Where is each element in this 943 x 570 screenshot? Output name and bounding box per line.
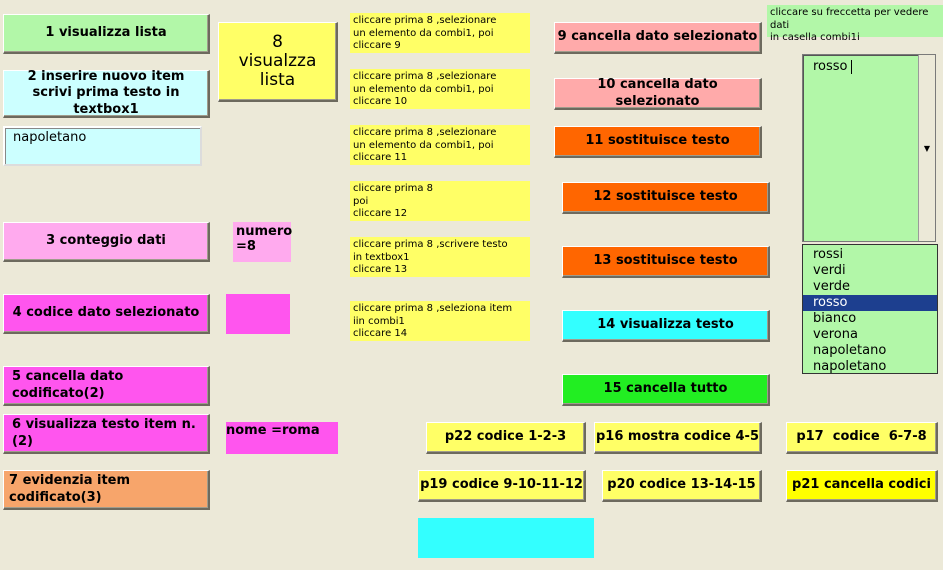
- p22-codice-button[interactable]: p22 codice 1-2-3: [426, 422, 586, 454]
- list-item[interactable]: bianco: [813, 311, 857, 326]
- note-12: cliccare prima 8 poi cliccare 12: [350, 181, 530, 221]
- list-item[interactable]: verona: [813, 327, 858, 342]
- note-10: cliccare prima 8 ,selezionare un element…: [350, 69, 530, 109]
- visualizza-lista-button[interactable]: 1 visualizza lista: [3, 14, 210, 54]
- conteggio-dati-button[interactable]: 3 conteggio dati: [3, 222, 210, 262]
- textbox1-input[interactable]: napoletano: [3, 126, 202, 166]
- p17-codice-button[interactable]: p17 codice 6-7-8: [786, 422, 938, 454]
- combo-hint-label: cliccare su freccetta per vedere dati in…: [767, 5, 943, 43]
- list-item[interactable]: napoletano: [813, 343, 887, 358]
- codice-dato-selezionato-button[interactable]: 4 codice dato selezionato: [3, 294, 210, 334]
- p20-codice-button[interactable]: p20 codice 13-14-15: [602, 470, 762, 502]
- combi1-value: rosso: [813, 59, 848, 74]
- chevron-down-icon: ▼: [923, 143, 931, 153]
- numero-label: numero =8: [233, 222, 292, 262]
- combi1-combobox[interactable]: rosso ▼: [802, 54, 936, 242]
- cancella-dato-selezionato-10-button[interactable]: 10 cancella dato selezionato: [554, 77, 762, 110]
- text-cursor: [851, 60, 852, 74]
- list-item[interactable]: napoletano: [813, 359, 887, 374]
- inserire-nuovo-item-button[interactable]: 2 inserire nuovo item scrivi prima testo…: [3, 69, 210, 118]
- note-14: cliccare prima 8 ,seleziona item iin com…: [350, 301, 530, 341]
- p16-mostra-codice-button[interactable]: p16 mostra codice 4-5: [594, 422, 762, 454]
- list-item[interactable]: verdi: [813, 263, 846, 278]
- combi1-dropdown-button[interactable]: ▼: [918, 55, 935, 241]
- note-11: cliccare prima 8 ,selezionare un element…: [350, 125, 530, 165]
- cancella-tutto-button[interactable]: 15 cancella tutto: [562, 374, 770, 406]
- visualizza-testo-14-button[interactable]: 14 visualizza testo: [562, 310, 770, 342]
- cancella-dato-selezionato-9-button[interactable]: 9 cancella dato selezionato: [554, 22, 762, 54]
- note-9: cliccare prima 8 ,selezionare un element…: [350, 13, 530, 53]
- evidenzia-item-codificato-button[interactable]: 7 evidenzia item codificato(3): [3, 470, 210, 510]
- list-item[interactable]: rosso: [803, 295, 937, 311]
- list-item[interactable]: rossi: [813, 247, 844, 262]
- visualzza-lista-8-button[interactable]: 8 visualzza lista: [218, 22, 338, 102]
- codice-output-box: [226, 294, 290, 334]
- sostituisce-testo-12-button[interactable]: 12 sostituisce testo: [562, 182, 770, 214]
- output-box-cyan: [418, 518, 594, 558]
- nome-label: nome =roma: [226, 422, 338, 454]
- p19-codice-button[interactable]: p19 codice 9-10-11-12: [418, 470, 586, 502]
- cancella-dato-codificato-button[interactable]: 5 cancella dato codificato(2): [3, 366, 210, 406]
- list-item[interactable]: verde: [813, 279, 851, 294]
- note-13: cliccare prima 8 ,scrivere testo in text…: [350, 237, 530, 277]
- sostituisce-testo-13-button[interactable]: 13 sostituisce testo: [562, 246, 770, 278]
- p21-cancella-codici-button[interactable]: p21 cancella codici: [786, 470, 938, 502]
- visualizza-testo-item-button[interactable]: 6 visualizza testo item n.(2): [3, 414, 210, 454]
- sostituisce-testo-11-button[interactable]: 11 sostituisce testo: [554, 126, 762, 158]
